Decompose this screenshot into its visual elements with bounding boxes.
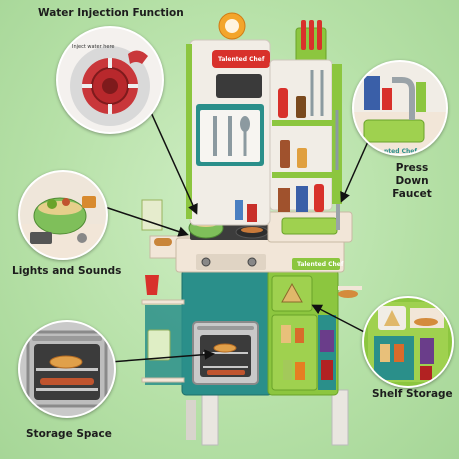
right-shelf-board-2 [272,172,332,178]
cabinet-item-5 [320,330,334,352]
label-press-down-faucet: Press Down Faucet [388,162,436,201]
inject-water-caption: Inject water here [72,44,115,50]
top-sign-text: Talented Chef [218,56,265,63]
condiment-2 [297,148,307,168]
cabinet-item-3 [283,360,292,380]
top-sign-board [212,50,270,68]
knife-2 [309,20,314,50]
label-press: Press [395,162,429,174]
right-cabinet-door [271,314,318,391]
cabinet-item-4 [295,362,305,380]
label-shelf-storage: Shelf Storage [372,388,453,400]
knife-3 [317,20,322,50]
kitchen-leg-back [186,400,196,440]
arrow-lights-sounds [95,203,189,237]
milk-carton [296,186,308,212]
cup-blue [235,200,243,220]
sink-basin [281,217,338,235]
cup-red [247,204,257,222]
ketchup-bottle [278,88,288,118]
ketchup-bottle-2 [314,184,324,212]
label-lights-sounds: Lights and Sounds [12,265,122,277]
juice-box [278,188,290,212]
oven-rack-2 [203,366,248,368]
cereal-box [147,329,171,361]
label-water-injection: Water Injection Function [38,7,184,19]
cubby-food [281,282,303,303]
left-side-shelf [141,299,185,305]
pot-closeup [20,196,106,258]
plate-food [338,290,358,298]
counter-sign [292,258,340,270]
shelf-closeup [368,302,448,382]
sink-sign-text: nted Chef [384,148,417,155]
knob-2 [247,257,257,267]
cabinet-item-2 [295,328,304,343]
utensil-spoon [240,116,250,132]
left-side-bottom-shelf [141,377,185,383]
callout-water-injection: Inject water here [56,26,164,134]
oven-rack-1 [203,352,248,354]
label-storage-space: Storage Space [26,428,112,440]
knife-1 [301,20,306,50]
condiment-1 [280,140,290,168]
callout-lights-sounds [18,170,108,260]
oven-handle [197,326,254,330]
cereal-box-left [141,199,163,231]
callout-shelf-storage [362,296,454,388]
red-cup [145,275,159,295]
label-faucet: Faucet [392,188,432,200]
counter-sign-text: Talented Chef [297,261,344,268]
arrow-storage-space [109,349,215,363]
callout-faucet: nted Chef [352,60,448,156]
back-panel-green-strip [186,44,192,219]
oven-sausages [207,370,245,375]
knob-1 [201,257,211,267]
counter-control-panel [196,254,266,270]
right-shelf-board-1 [272,120,332,126]
sauce-jar [296,96,306,118]
oven-pizza [213,343,237,353]
right-side-shelf [338,286,362,290]
burner-closeup [70,46,150,126]
cabinet-item-6 [321,360,333,380]
callout-storage-space [18,320,116,418]
range-hood [216,74,262,98]
pan-food [241,227,263,233]
label-down: Down [395,175,429,187]
faucet-closeup [354,76,446,154]
kitchen-leg-left [201,389,219,446]
kitchen-leg-right [331,389,349,446]
burger [154,238,172,246]
oven-closeup [26,330,108,408]
cabinet-item-1 [281,325,291,343]
